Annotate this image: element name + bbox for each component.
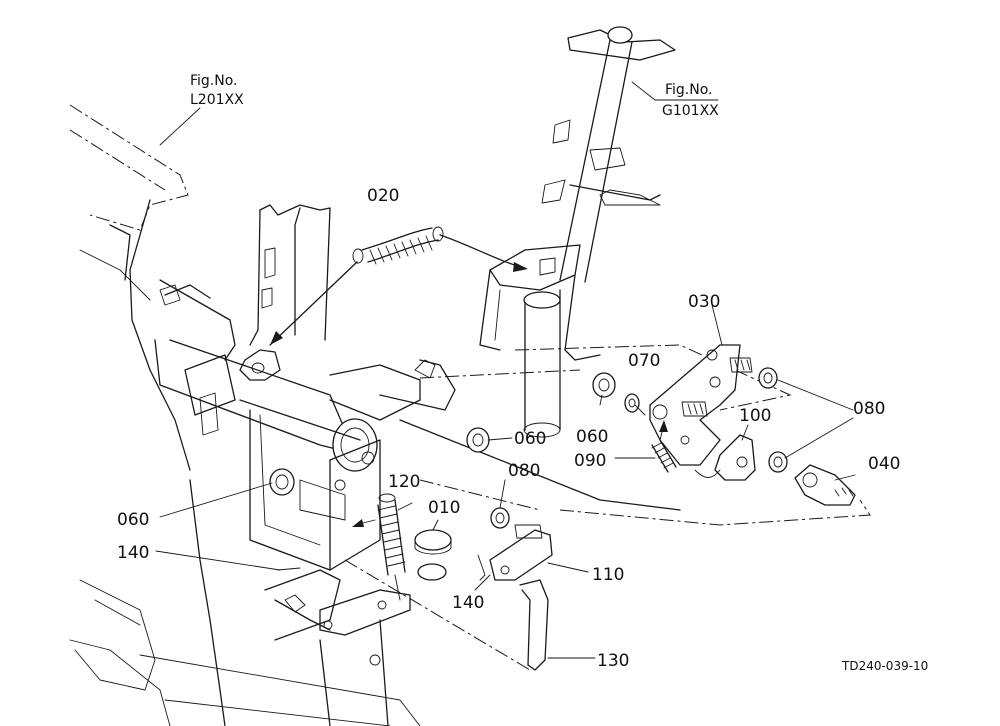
drawing-code: TD240-039-10 [841, 659, 928, 673]
label-020: 020 [367, 186, 399, 206]
part-060-bushing-center [466, 427, 490, 453]
label-040: 040 [868, 454, 900, 474]
label-010: 010 [428, 498, 460, 518]
label-060-center: 060 [514, 429, 546, 449]
part-030-lever-plate [649, 344, 753, 466]
fig-ref-g101-line2: G101XX [662, 103, 719, 119]
label-060-right: 060 [576, 427, 608, 447]
part-020-spring [269, 226, 528, 346]
part-080-washer-upper [758, 367, 778, 389]
part-090-spring [651, 420, 677, 473]
label-060-left: 060 [117, 510, 149, 530]
part-060-bushing-right [592, 372, 616, 398]
label-120: 120 [388, 472, 420, 492]
part-070-washer [624, 393, 640, 413]
label-070: 070 [628, 351, 660, 371]
label-080-right: 080 [853, 399, 885, 419]
part-040-cam [794, 464, 856, 506]
leader-lines [155, 81, 856, 659]
label-130: 130 [597, 651, 629, 671]
part-080-washer-lower [768, 451, 788, 473]
fig-ref-l201-line1: Fig.No. [190, 73, 238, 89]
frame-assembly [69, 104, 421, 726]
label-110: 110 [592, 565, 624, 585]
fig-ref-l201-line2: L201XX [190, 92, 244, 108]
part-060-bushing-left [269, 468, 295, 496]
label-080-bottom: 080 [508, 461, 540, 481]
label-030: 030 [688, 292, 720, 312]
label-100: 100 [739, 406, 771, 426]
fig-ref-g101-line1: Fig.No. [665, 82, 713, 98]
washers-and-bushings [269, 367, 788, 529]
figure-references: Fig.No. L201XX Fig.No. G101XX [190, 73, 719, 119]
main-bracket [154, 204, 681, 571]
label-140-bottom: 140 [452, 593, 484, 613]
part-100-lever [694, 434, 756, 481]
label-090: 090 [574, 451, 606, 471]
bottom-assembly [264, 479, 871, 726]
part-numbers: 020 030 070 080 100 040 060 060 090 080 … [117, 186, 900, 671]
part-080-washer-bottom [490, 507, 510, 529]
label-140-left: 140 [117, 543, 149, 563]
